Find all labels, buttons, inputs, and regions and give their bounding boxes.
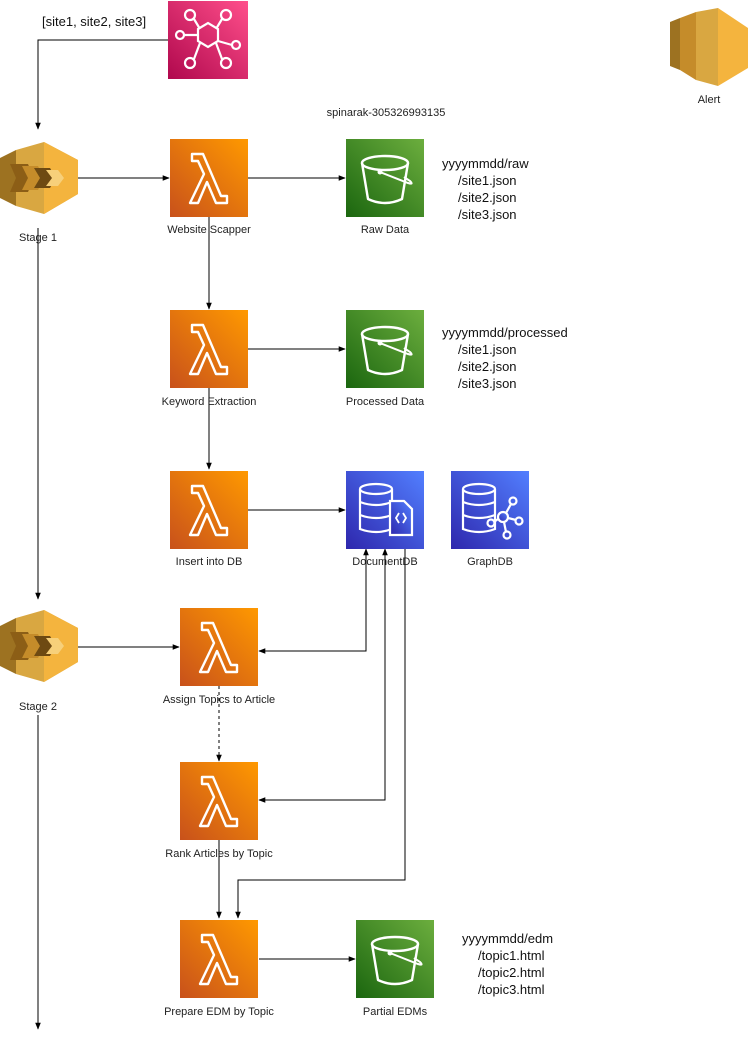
lambda-website-scrapper-label: Website Scapper — [167, 224, 251, 236]
path-line: /site3.json — [458, 207, 517, 222]
edge-assign-documentdb — [258, 548, 369, 654]
s3-bucket-icon[interactable] — [346, 310, 424, 388]
lambda-prepare-edm-label: Prepare EDM by Topic — [164, 1006, 274, 1018]
step-functions-icon[interactable] — [0, 610, 78, 682]
stage-1-label: Stage 1 — [19, 232, 57, 244]
raw-data-paths: yyyymmdd/raw /site1.json /site2.json /si… — [442, 156, 529, 222]
trigger-input-label: [site1, site2, site3] — [42, 14, 146, 29]
path-line: /site1.json — [458, 173, 517, 188]
lambda-assign-topics-label: Assign Topics to Article — [163, 694, 275, 706]
lambda-icon[interactable] — [180, 762, 258, 840]
edge-scheduler-to-stage1 — [35, 39, 168, 130]
documentdb-label: DocumentDB — [352, 556, 417, 568]
sns-topic-icon[interactable] — [670, 8, 748, 86]
path-line: /site3.json — [458, 376, 517, 391]
documentdb-icon[interactable] — [346, 471, 424, 549]
s3-raw-data-label: Raw Data — [361, 224, 410, 236]
connectors — [35, 39, 406, 1030]
lambda-insert-into-db-label: Insert into DB — [176, 556, 243, 568]
edge-documentdb-to-prepare — [235, 549, 406, 919]
path-line: yyyymmdd/processed — [442, 325, 568, 340]
graphdb-label: GraphDB — [467, 556, 513, 568]
partial-edms-paths: yyyymmdd/edm /topic1.html /topic2.html /… — [462, 931, 553, 997]
s3-bucket-icon[interactable] — [346, 139, 424, 217]
path-line: /topic1.html — [478, 948, 545, 963]
stage-2-label: Stage 2 — [19, 701, 57, 713]
lambda-icon[interactable] — [170, 139, 248, 217]
path-line: /site1.json — [458, 342, 517, 357]
lambda-keyword-extraction-label: Keyword Extraction — [162, 396, 257, 408]
alert-label: Alert — [698, 94, 721, 106]
path-line: /site2.json — [458, 190, 517, 205]
processed-data-paths: yyyymmdd/processed /site1.json /site2.js… — [442, 325, 568, 391]
step-functions-icon[interactable] — [0, 142, 78, 214]
lambda-icon[interactable] — [170, 310, 248, 388]
path-line: /topic3.html — [478, 982, 545, 997]
lambda-icon[interactable] — [180, 920, 258, 998]
bucket-name-label: spinarak-305326993135 — [327, 107, 446, 119]
lambda-icon[interactable] — [170, 471, 248, 549]
s3-partial-edms-label: Partial EDMs — [363, 1006, 428, 1018]
s3-processed-data-label: Processed Data — [346, 396, 425, 408]
neptune-graphdb-icon[interactable] — [451, 471, 529, 549]
eventbridge-icon[interactable] — [168, 1, 248, 79]
path-line: /site2.json — [458, 359, 517, 374]
path-line: yyyymmdd/raw — [442, 156, 529, 171]
lambda-icon[interactable] — [180, 608, 258, 686]
lambda-rank-articles-label: Rank Articles by Topic — [165, 848, 273, 860]
path-line: yyyymmdd/edm — [462, 931, 553, 946]
s3-bucket-icon[interactable] — [356, 920, 434, 998]
path-line: /topic2.html — [478, 965, 545, 980]
edge-rank-documentdb — [258, 548, 388, 803]
